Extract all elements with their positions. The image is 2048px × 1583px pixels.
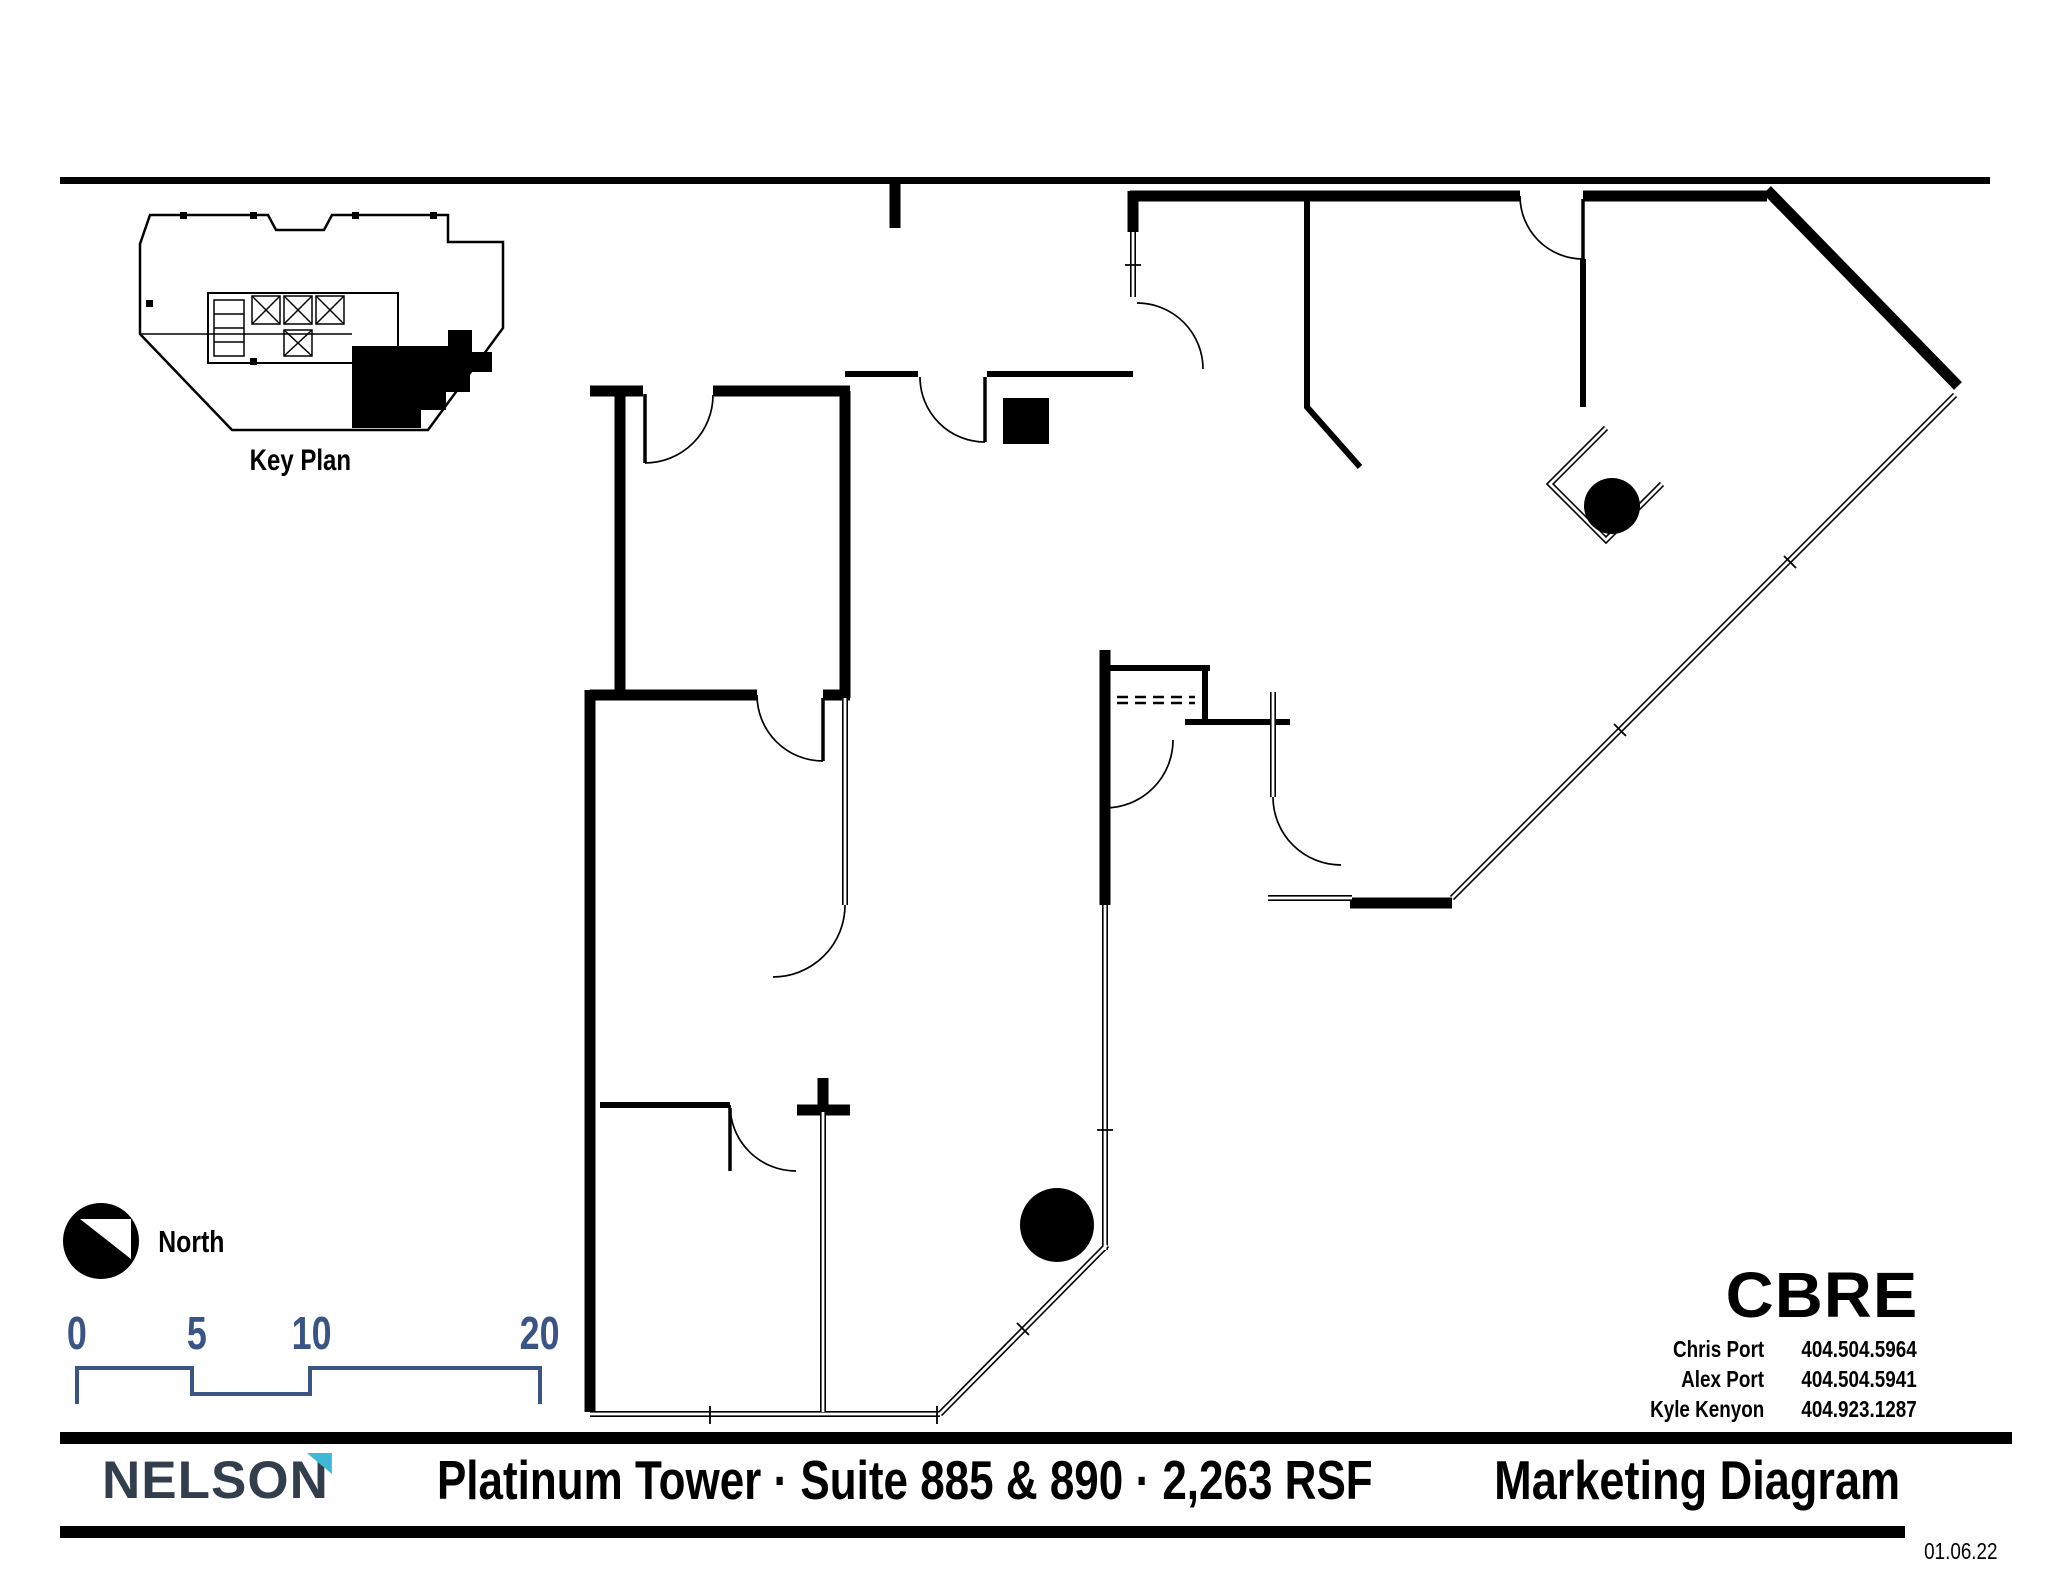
interior-partitions <box>600 196 1586 1108</box>
doc-type-label: Marketing Diagram <box>1493 1449 1900 1511</box>
key-plan-core-elevators <box>213 295 345 357</box>
nelson-logo: NELSON <box>102 1450 332 1511</box>
key-plan-label: Key Plan <box>249 444 351 477</box>
key-plan-highlighted-suite <box>352 330 492 428</box>
closet-shelf-dashed <box>1117 695 1195 705</box>
top-rule-line <box>60 177 1990 184</box>
scale-bar-icon <box>75 1366 542 1404</box>
scale-tick-10: 10 <box>292 1307 332 1359</box>
contact-phone: 404.504.5941 <box>1801 1366 1917 1392</box>
date-label: 01.06.22 <box>1924 1538 1998 1564</box>
contact-phone: 404.504.5964 <box>1801 1336 1917 1362</box>
column-circle-upper <box>1584 478 1640 534</box>
cbre-contacts: Chris Port 404.504.5964 Alex Port 404.50… <box>1625 1334 1917 1424</box>
scale-tick-20: 20 <box>520 1307 560 1359</box>
key-plan-drawing <box>138 212 505 432</box>
suite-thick-walls <box>584 183 1962 1412</box>
contact-phone: 404.923.1287 <box>1801 1396 1917 1422</box>
shaft-black-square <box>1003 398 1049 444</box>
footer-band-top <box>60 1432 2012 1444</box>
key-plan-outline <box>138 213 505 432</box>
floor-plan-drawing <box>584 183 1962 1424</box>
contact-row: Chris Port 404.504.5964 <box>1625 1334 1917 1364</box>
contact-name: Alex Port <box>1681 1366 1765 1392</box>
contact-name: Kyle Kenyon <box>1650 1396 1765 1422</box>
contact-row: Alex Port 404.504.5941 <box>1625 1364 1917 1394</box>
contact-row: Kyle Kenyon 404.923.1287 <box>1625 1394 1917 1424</box>
north-label: North <box>158 1224 225 1259</box>
footer-band-bottom <box>60 1526 1905 1538</box>
contact-name: Chris Port <box>1673 1336 1765 1362</box>
scale-tick-0: 0 <box>67 1307 87 1359</box>
window-walls <box>590 232 1958 1424</box>
scale-tick-5: 5 <box>187 1307 207 1359</box>
door-swings <box>644 195 1584 1172</box>
page-title: Platinum Tower · Suite 885 & 890 · 2,263… <box>436 1449 1373 1511</box>
nelson-logo-text: NELSO <box>102 1451 290 1510</box>
cbre-logo: CBRE <box>1725 1259 1918 1331</box>
column-circle-lower <box>1020 1188 1094 1262</box>
north-arrow-icon <box>63 1203 139 1279</box>
key-plan-columns <box>146 212 437 365</box>
door-leaves <box>643 199 1585 1171</box>
